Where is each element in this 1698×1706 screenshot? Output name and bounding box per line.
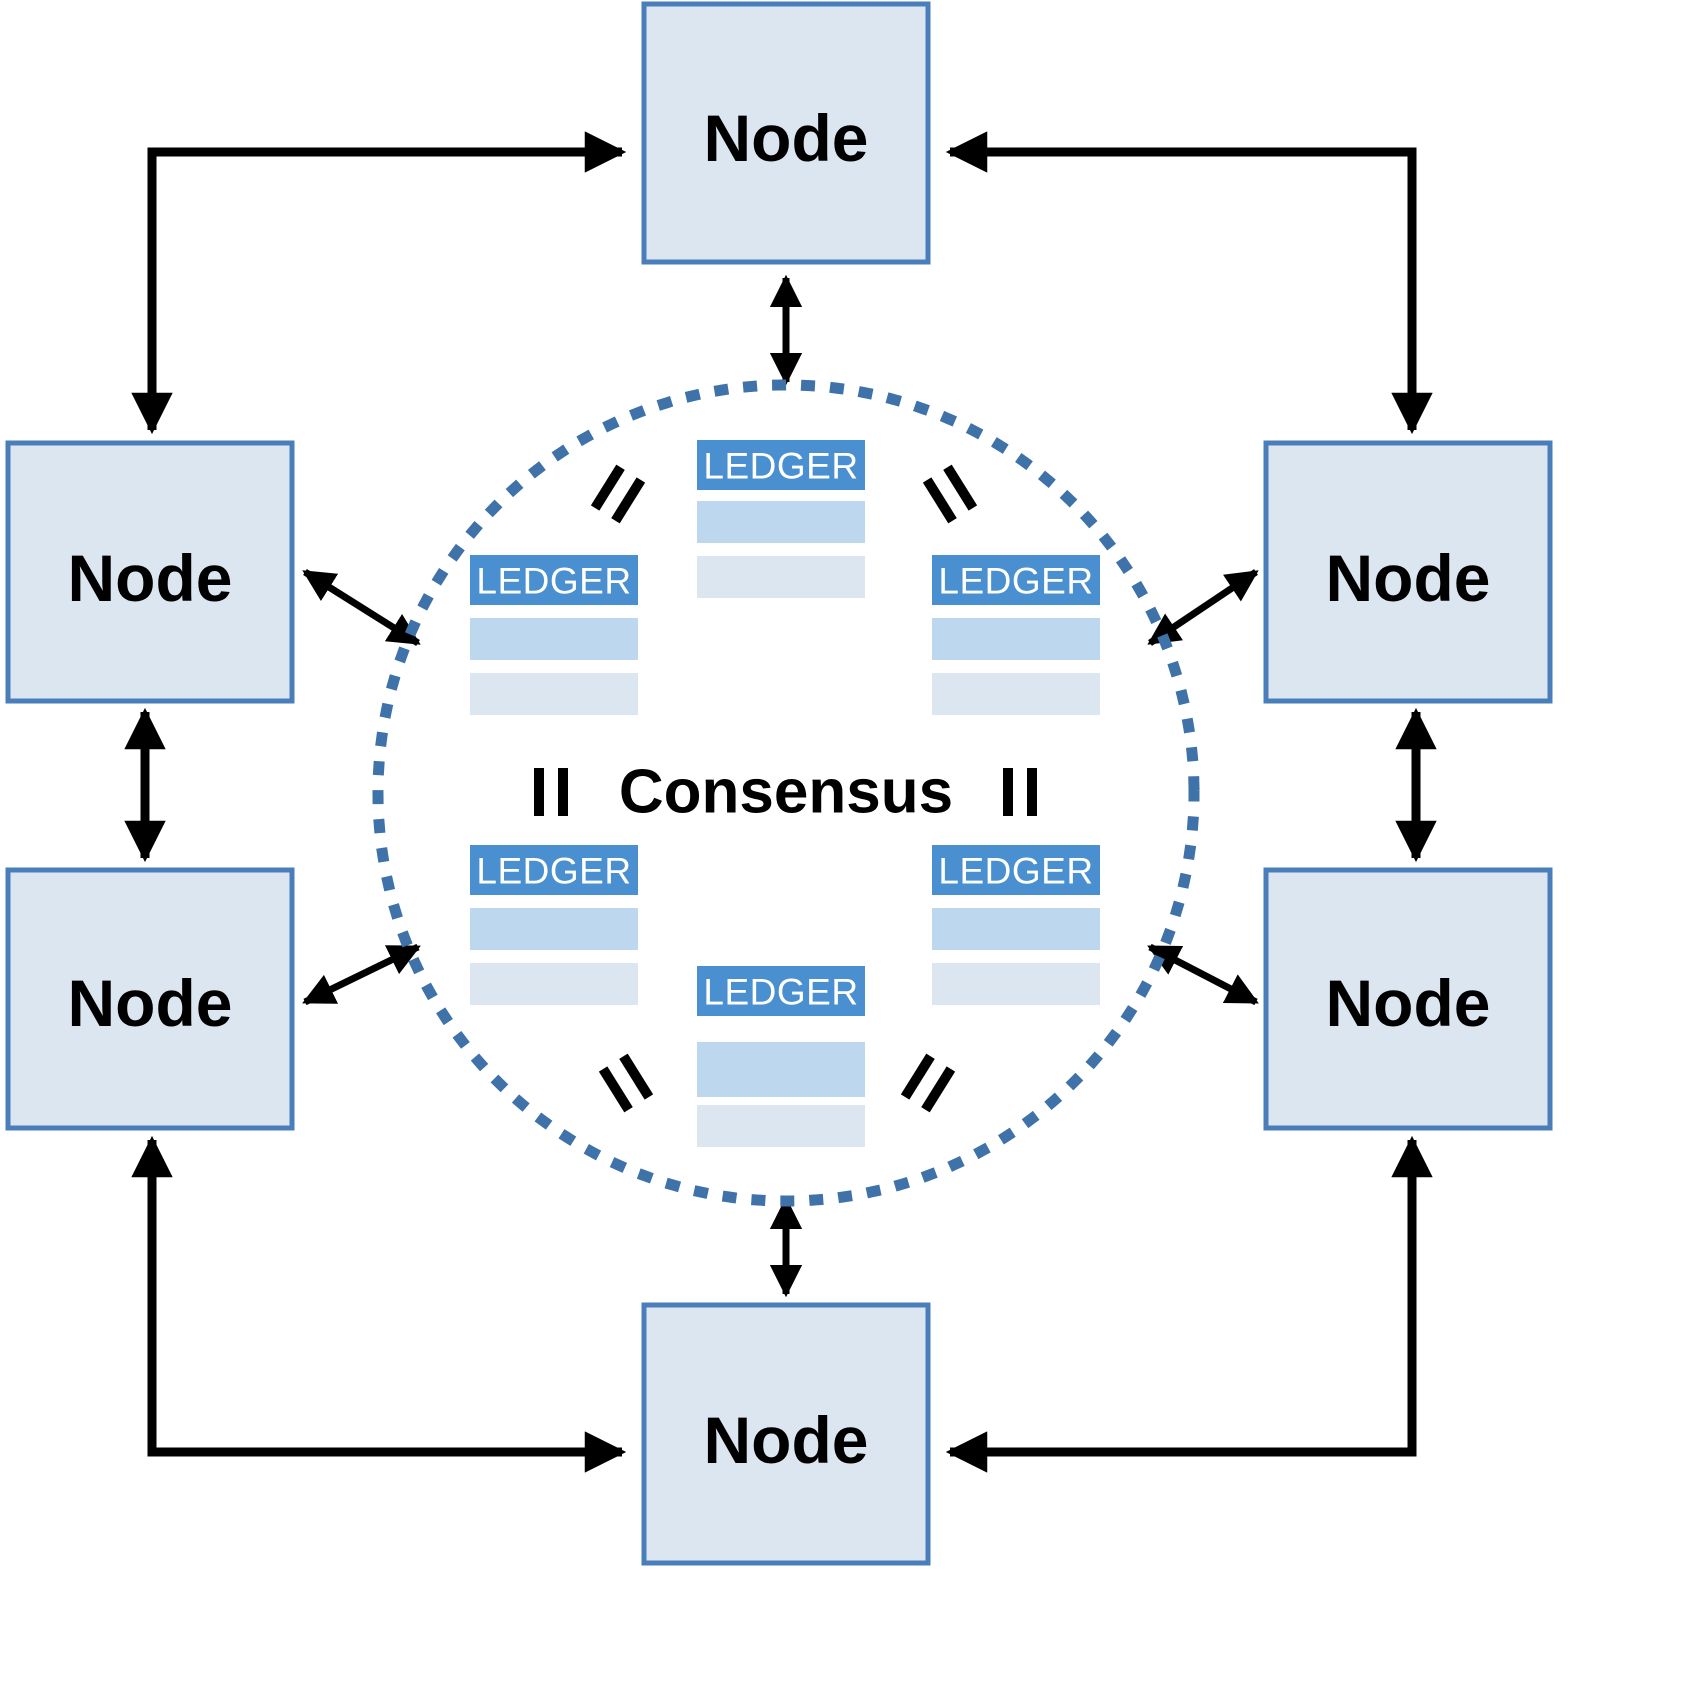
ledger-lower-right-header-label: LEDGER [938,851,1093,892]
node-right-upper-rect[interactable] [1263,440,1553,704]
ledger-top-row-1 [697,501,865,543]
equals-lower-left-icon [598,1053,654,1113]
equals-mid-left-icon [534,768,568,816]
link-circle-node-right-upper [1147,569,1259,646]
ledger-upper-left-header-rect [470,555,638,605]
ledger-bottom-row-1 [697,1042,865,1097]
node-right-lower[interactable]: Node [1263,867,1553,1131]
node-right-upper-label: Node [1326,541,1491,615]
equals-mid-right-icon [1003,768,1037,816]
node-left-upper-rect[interactable] [5,440,295,704]
link-circle-node-left-lower [302,943,421,1006]
consensus-node-links [302,274,1259,1298]
link-left-lower-bottom [131,1135,627,1473]
ledger-lower-right-header-rect [932,845,1100,895]
ledger-upper-right-header-rect [932,555,1100,605]
outer-routed-links [124,131,1437,1473]
link-right-upper-top [945,131,1433,435]
node-left-upper[interactable]: Node [5,440,295,704]
ledger-upper-left-row-2 [470,673,638,715]
link-circle-node-right-lower [1147,943,1259,1006]
node-boxes: Node Node Node Node Node Node [5,1,1553,1566]
ledger-upper-right[interactable]: LEDGER [932,555,1100,715]
node-top-rect[interactable] [641,1,931,265]
link-left-upper-top [131,131,627,435]
node-right-lower-rect[interactable] [1263,867,1553,1131]
equals-upper-left-icon [590,464,646,524]
ledger-lower-left-row-2 [470,963,638,1005]
node-left-lower[interactable]: Node [5,867,295,1131]
node-bottom-rect[interactable] [641,1302,931,1566]
node-right-upper[interactable]: Node [1263,440,1553,704]
consensus-circle [372,379,1200,1207]
ledger-bottom[interactable]: LEDGER [697,966,865,1147]
ledger-lower-right[interactable]: LEDGER [932,845,1100,1005]
node-left-upper-label: Node [68,541,233,615]
ledger-top-row-2 [697,556,865,598]
ledger-top-header-label: LEDGER [703,446,858,487]
ledger-upper-right-header-label: LEDGER [938,561,1093,602]
ledger-upper-right-row-1 [932,618,1100,660]
node-bottom-label: Node [704,1403,869,1477]
equals-upper-right-icon [922,464,978,524]
ledger-bottom-header-label: LEDGER [703,972,858,1013]
ledger-bottom-row-2 [697,1105,865,1147]
ledger-top-header-rect [697,440,865,490]
node-left-lower-rect[interactable] [5,867,295,1131]
ledger-upper-right-row-2 [932,673,1100,715]
ledger-bottom-header-rect [697,966,865,1016]
equals-marks [534,464,1037,1113]
equals-lower-right-icon [900,1053,956,1113]
ledger-lower-left-header-rect [470,845,638,895]
ledger-blocks: LEDGER LEDGER LEDGER LEDGER [470,440,1100,1147]
node-top-label: Node [704,101,869,175]
ledger-lower-left-row-1 [470,908,638,950]
node-right-lower-label: Node [1326,966,1491,1040]
node-top[interactable]: Node [641,1,931,265]
ledger-lower-right-row-2 [932,963,1100,1005]
ledger-upper-left-header-label: LEDGER [476,561,631,602]
ledger-top[interactable]: LEDGER [697,440,865,598]
node-bottom[interactable]: Node [641,1302,931,1566]
ledger-upper-left-row-1 [470,618,638,660]
node-left-lower-label: Node [68,966,233,1040]
ledger-lower-left-header-label: LEDGER [476,851,631,892]
consensus-label: Consensus [619,758,953,827]
link-right-lower-bottom [945,1135,1433,1473]
ledger-lower-left[interactable]: LEDGER [470,845,638,1005]
ledger-upper-left[interactable]: LEDGER [470,555,638,715]
link-circle-node-left-upper [302,569,421,646]
ledger-lower-right-row-1 [932,908,1100,950]
